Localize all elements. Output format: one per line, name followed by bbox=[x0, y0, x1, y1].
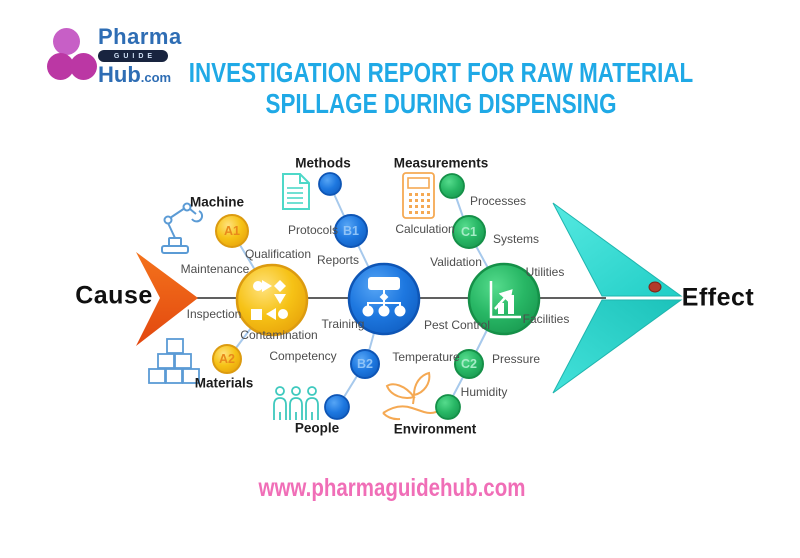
node-a2-circle bbox=[212, 344, 242, 374]
node-c1-label: C1 bbox=[461, 225, 477, 239]
factor-maintenance: Maintenance bbox=[180, 262, 250, 276]
factor-utilities: Utilities bbox=[525, 265, 565, 279]
methods-tip-circle bbox=[318, 172, 342, 196]
factor-competency: Competency bbox=[269, 349, 337, 363]
factor-inspection: Inspection bbox=[186, 307, 242, 321]
logo-circle-top bbox=[53, 28, 80, 55]
measurements-tip-circle bbox=[439, 173, 465, 199]
page-title: INVESTIGATION REPORT FOR RAW MATERIAL SP… bbox=[152, 57, 730, 119]
factor-pressure: Pressure bbox=[491, 352, 541, 366]
node-b2-label: B2 bbox=[357, 357, 373, 371]
org-chart-icon bbox=[362, 277, 406, 317]
factor-calculation: Calculation bbox=[395, 222, 455, 236]
logo-text: Pharma GUIDE Hub.com bbox=[98, 26, 182, 86]
factor-training: Training bbox=[321, 317, 365, 331]
people-icon bbox=[273, 386, 319, 420]
document-icon bbox=[282, 173, 310, 210]
factor-protocols: Protocols bbox=[287, 223, 339, 237]
node-b1-label: B1 bbox=[343, 224, 359, 238]
node-b1-circle bbox=[334, 214, 368, 248]
factor-processes: Processes bbox=[469, 194, 527, 208]
logo-circle-right bbox=[70, 53, 97, 80]
node-a1-label: A1 bbox=[224, 224, 240, 238]
fish-head bbox=[552, 202, 683, 394]
factor-contamination: Contamination bbox=[240, 328, 318, 342]
factor-facilities: Facilities bbox=[522, 312, 570, 326]
factor-humidity: Humidity bbox=[460, 385, 508, 399]
measurements-node bbox=[467, 262, 541, 336]
environment-tip-circle bbox=[435, 394, 461, 420]
title-line-2: SPILLAGE DURING DISPENSING bbox=[265, 88, 617, 119]
logo-brand-top: Pharma bbox=[98, 24, 182, 49]
hand-plant-icon bbox=[382, 371, 442, 421]
effect-label: Effect bbox=[681, 283, 755, 312]
node-c2-circle bbox=[454, 349, 484, 379]
factor-qualification: Qualification bbox=[244, 247, 312, 261]
category-machine: Machine bbox=[189, 194, 245, 210]
factor-validation: Validation bbox=[430, 255, 482, 269]
factor-reports: Reports bbox=[316, 253, 360, 267]
satellite-nodes bbox=[212, 172, 486, 420]
node-b2-circle bbox=[350, 349, 380, 379]
people-tip-circle bbox=[324, 394, 350, 420]
logo-guide-badge: GUIDE bbox=[98, 50, 168, 62]
node-c1-circle bbox=[452, 215, 486, 249]
cause-label: Cause bbox=[75, 281, 153, 310]
node-a2-label: A2 bbox=[219, 352, 235, 366]
category-materials: Materials bbox=[194, 375, 254, 391]
branch-connectors bbox=[235, 193, 489, 398]
node-a1-circle bbox=[215, 214, 249, 248]
node-c2-label: C2 bbox=[461, 357, 477, 371]
logo-brand-bottom: Hub.com bbox=[98, 62, 172, 87]
methods-node bbox=[347, 262, 421, 336]
machine-node bbox=[235, 263, 309, 337]
category-environment: Environment bbox=[393, 421, 477, 437]
calculator-icon bbox=[402, 172, 435, 219]
logo-badge-label: GUIDE bbox=[113, 52, 157, 60]
logo-brand-suffix: .com bbox=[140, 70, 172, 85]
bar-chart-icon bbox=[489, 281, 521, 319]
category-measurements: Measurements bbox=[393, 155, 489, 171]
category-methods: Methods bbox=[295, 155, 351, 171]
factor-systems: Systems bbox=[492, 232, 540, 246]
category-people: People bbox=[294, 420, 340, 436]
title-line-1: INVESTIGATION REPORT FOR RAW MATERIAL bbox=[188, 57, 694, 88]
robot-arm-icon bbox=[161, 202, 204, 254]
logo-circle-left bbox=[47, 53, 74, 80]
workflow-icon bbox=[251, 280, 288, 320]
fish-eye-dot bbox=[648, 281, 662, 293]
cause-arrow bbox=[136, 252, 198, 346]
factor-pest-control: Pest Control bbox=[423, 318, 491, 332]
boxes-icon bbox=[148, 338, 200, 384]
factor-temperature: Temperature bbox=[392, 350, 460, 364]
website-url: www.pharmaguidehub.com bbox=[258, 474, 526, 502]
